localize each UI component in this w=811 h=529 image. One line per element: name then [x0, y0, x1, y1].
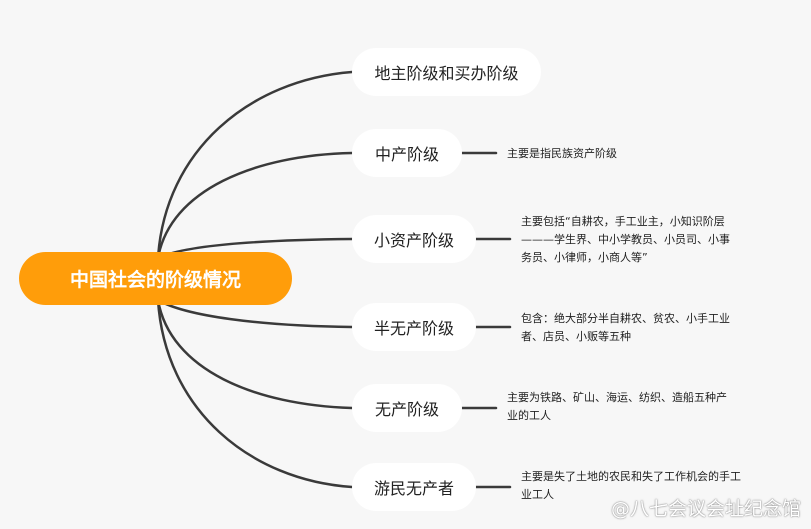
connector-root-to-branch-4	[156, 298, 354, 410]
branch-node-label: 半无产阶级	[373, 319, 454, 338]
branch-node-semi-proletariat[interactable]: 半无产阶级	[352, 303, 476, 351]
branch-node-lumpenproletariat[interactable]: 游民无产者	[352, 463, 476, 511]
root-node[interactable]: 中国社会的阶级情况	[19, 252, 292, 305]
branch-node-label: 无产阶级	[374, 400, 439, 419]
connector-root-to-branch-3	[156, 298, 354, 329]
note-middle-class[interactable]: 主要是指民族资产阶级	[507, 147, 617, 160]
connector-root-to-branch-0	[156, 70, 354, 260]
branch-node-label: 小资产阶级	[373, 231, 454, 250]
note-petty-bourgeoisie[interactable]: 主要包括“自耕农，手工业主，小知识阶层 ———学生界、中小学教员、小员司、小事 …	[521, 215, 730, 264]
branch-node-label: 地主阶级和买办阶级	[374, 64, 519, 83]
branch-node-petty-bourgeoisie[interactable]: 小资产阶级	[352, 215, 476, 263]
connector-root-to-branch-1	[156, 151, 354, 260]
root-node-label: 中国社会的阶级情况	[69, 269, 241, 291]
branch-node-label: 游民无产者	[373, 479, 454, 498]
branch-node-label: 中产阶级	[374, 145, 439, 164]
branch-node-middle-class[interactable]: 中产阶级	[352, 129, 462, 177]
connector-root-to-branch-5	[156, 298, 354, 489]
branch-node-proletariat[interactable]: 无产阶级	[352, 384, 462, 432]
branch-node-landlord-comprador[interactable]: 地主阶级和买办阶级	[352, 48, 541, 96]
note-proletariat[interactable]: 主要为铁路、矿山、海运、纺织、造船五种产 业的工人	[507, 391, 727, 422]
watermark: @八七会议会址纪念馆	[610, 498, 801, 520]
note-lumpenproletariat[interactable]: 主要是失了土地的农民和失了工作机会的手工 业工人	[521, 470, 741, 501]
note-semi-proletariat[interactable]: 包含：绝大部分半自耕农、贫农、小手工业 者、店员、小贩等五种	[521, 312, 730, 343]
